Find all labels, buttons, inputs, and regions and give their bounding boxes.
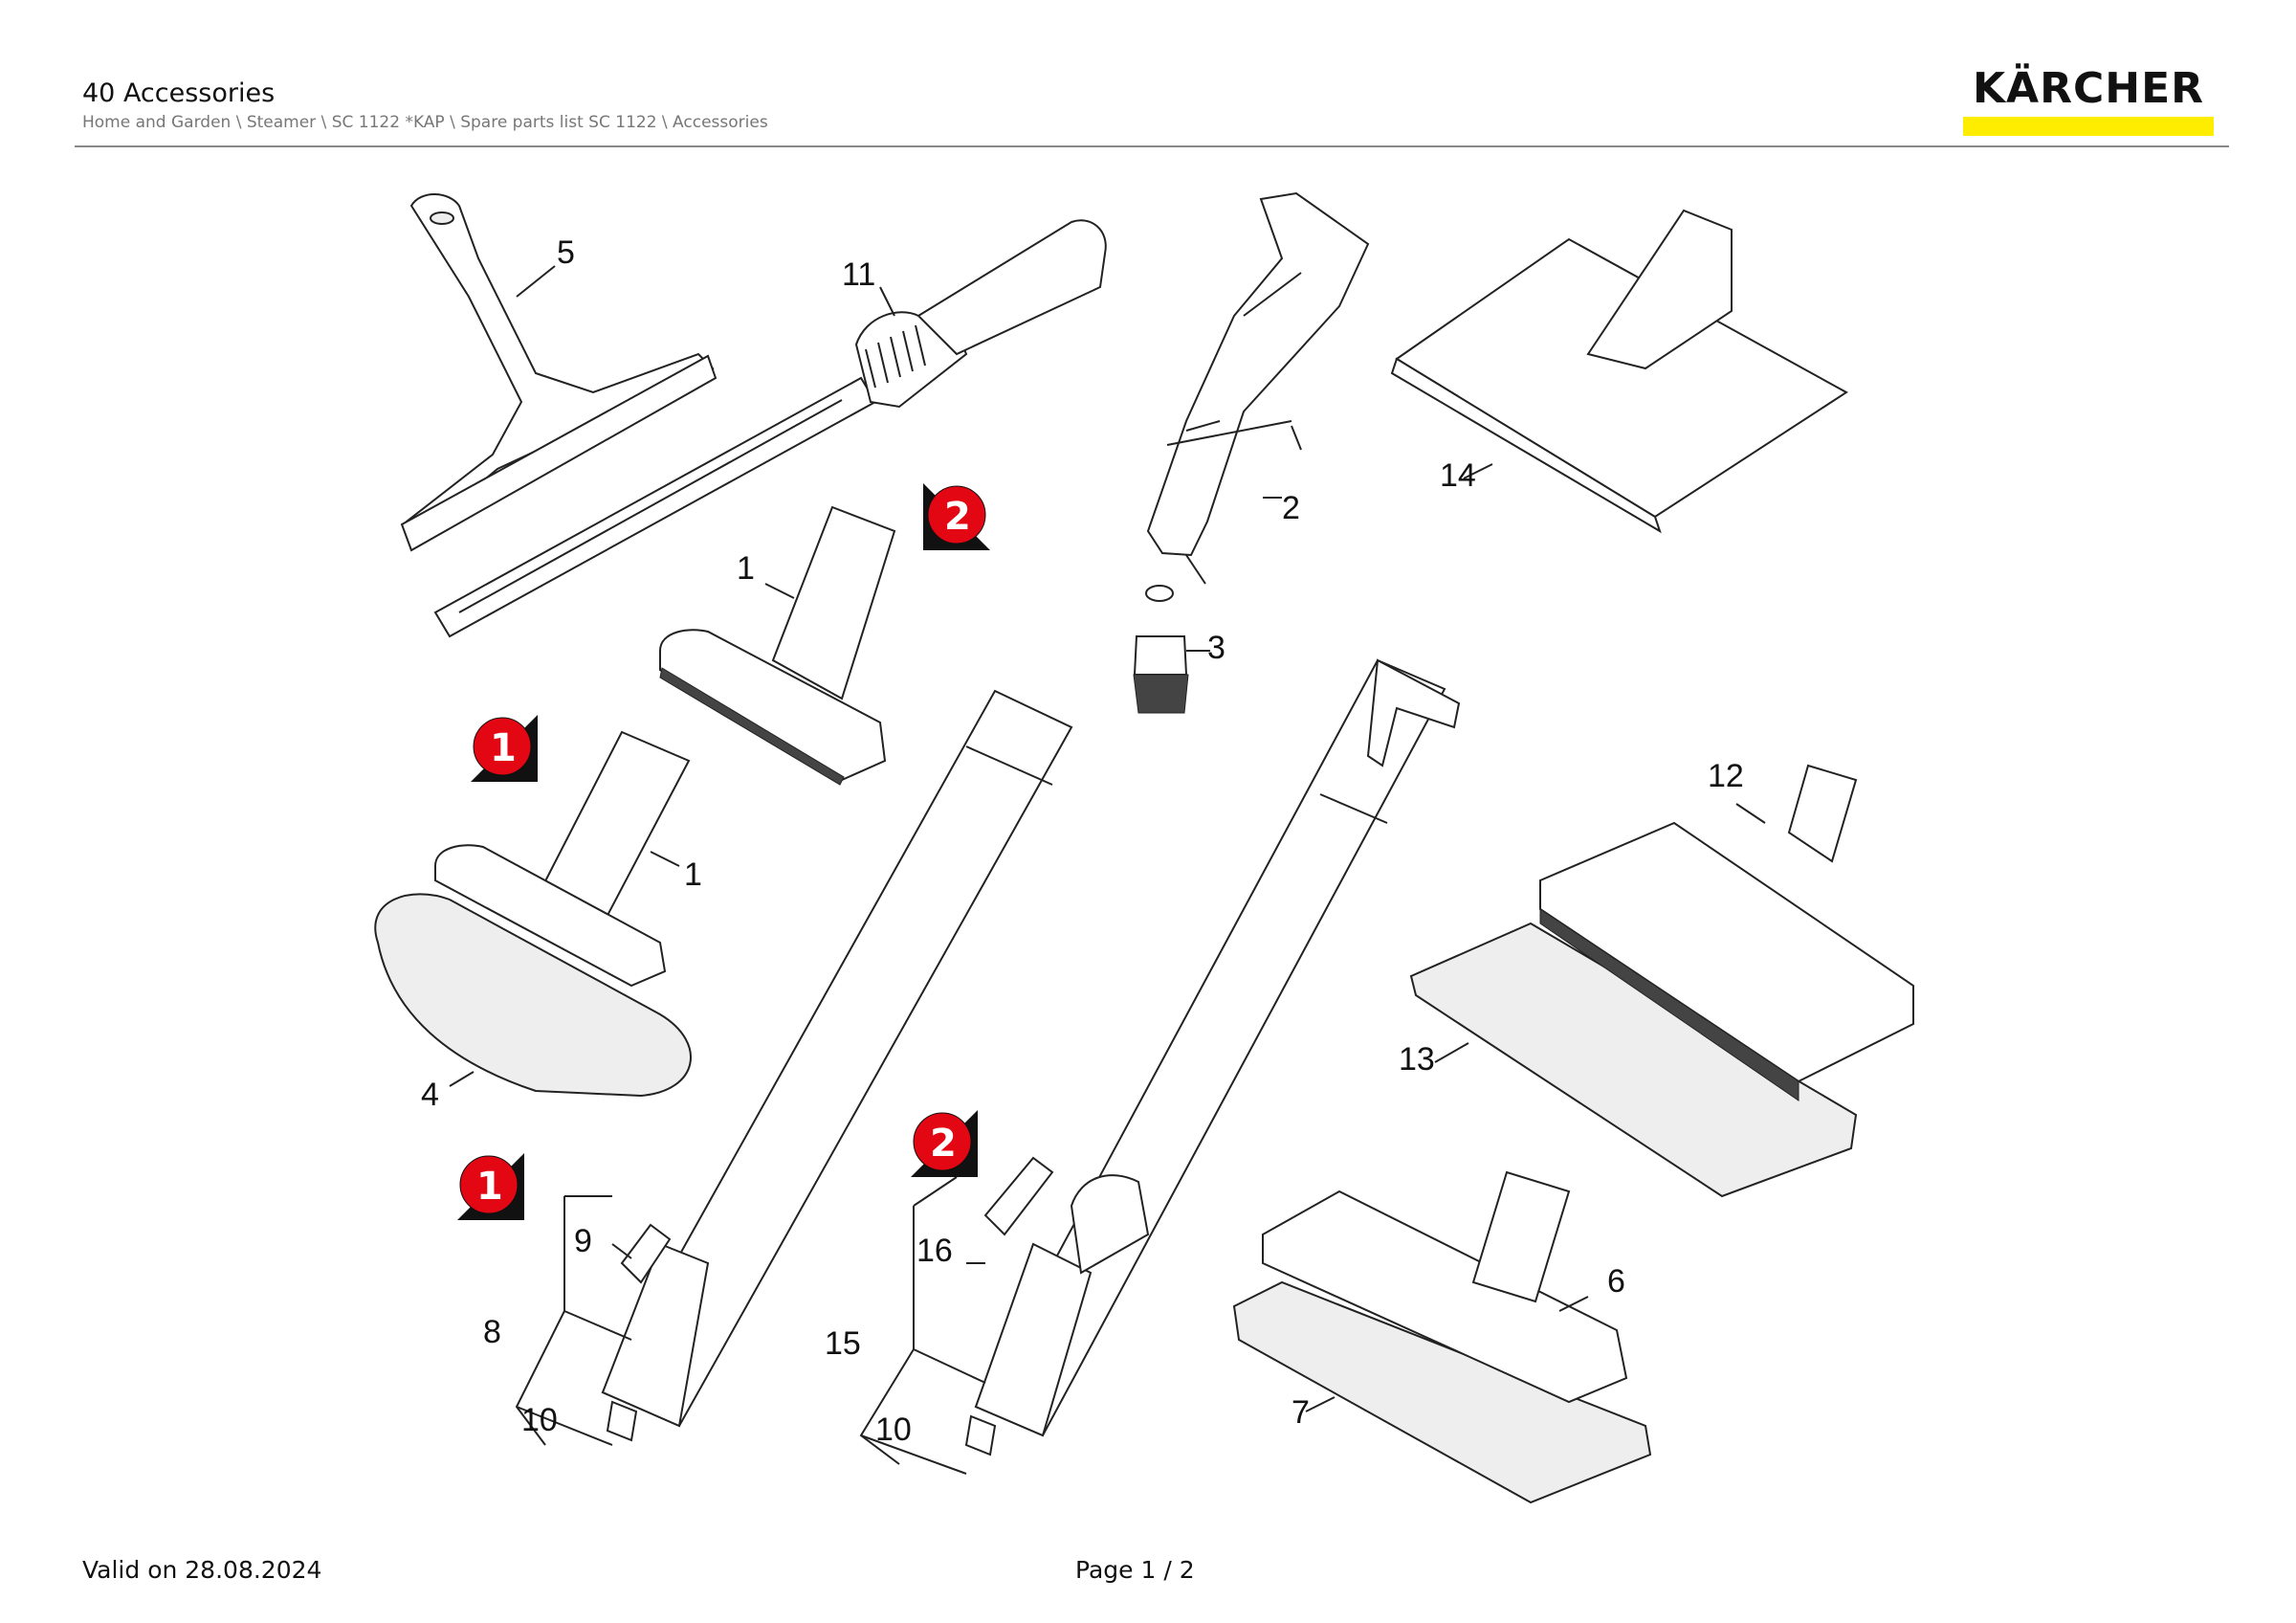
logo-wordmark: KÄRCHER — [1972, 64, 2205, 113]
badge-number: 1 — [490, 726, 517, 770]
exploded-parts-diagram: 5 11 2 14 1 3 1 4 12 13 9 8 10 16 15 10 … — [374, 191, 1914, 1504]
karcher-logo: KÄRCHER — [1963, 65, 2214, 136]
part-spot-nozzle — [1145, 191, 1370, 602]
badge: 1 — [457, 1153, 524, 1220]
badge-number: 2 — [944, 495, 971, 539]
part-label[interactable]: 5 — [557, 234, 575, 271]
part-label[interactable]: 9 — [574, 1223, 592, 1259]
part-label[interactable]: 14 — [1440, 457, 1476, 494]
part-label[interactable]: 15 — [825, 1325, 861, 1362]
part-window-squeegee — [400, 193, 718, 552]
badge: 1 — [471, 715, 538, 782]
part-extension-tube-left — [601, 689, 1073, 1442]
part-floor-nozzle-12 — [1409, 764, 1914, 1198]
page-number: Page 1 / 2 — [1075, 1556, 1195, 1584]
breadcrumb[interactable]: Home and Garden \ Steamer \ SC 1122 *KAP… — [82, 113, 768, 132]
header-divider — [75, 145, 2229, 147]
part-label[interactable]: 10 — [521, 1402, 558, 1438]
logo-yellow-bar — [1963, 117, 2214, 136]
valid-on-date: Valid on 28.08.2024 — [82, 1556, 322, 1584]
part-label[interactable]: 7 — [1292, 1394, 1310, 1431]
part-hand-nozzle — [1390, 209, 1848, 534]
part-detail-nozzle-with-cover — [374, 730, 693, 1098]
part-extension-tube-right — [964, 658, 1461, 1456]
part-detail-nozzle-upper — [659, 505, 896, 786]
page-title: 40 Accessories — [82, 78, 276, 108]
part-label[interactable]: 2 — [1282, 490, 1300, 526]
part-label[interactable]: 10 — [875, 1412, 912, 1448]
part-label[interactable]: 1 — [737, 550, 755, 587]
part-numbers: 5 11 2 14 1 3 1 4 12 13 9 8 10 16 15 10 … — [421, 234, 1744, 1448]
part-label[interactable]: 13 — [1399, 1041, 1435, 1078]
badge: 2 — [923, 483, 990, 550]
badge-number: 2 — [930, 1122, 957, 1166]
part-floor-nozzle-6 — [1232, 1170, 1652, 1504]
leader-lines — [449, 265, 1766, 1475]
badge: 2 — [911, 1110, 978, 1177]
part-lock-clip-9 — [620, 1223, 672, 1284]
part-label[interactable]: 12 — [1708, 758, 1744, 794]
part-label[interactable]: 8 — [483, 1314, 501, 1350]
part-label[interactable]: 6 — [1607, 1263, 1625, 1300]
part-label[interactable]: 4 — [421, 1077, 439, 1113]
part-label[interactable]: 16 — [916, 1233, 953, 1269]
badge-number: 1 — [476, 1165, 503, 1209]
part-label[interactable]: 1 — [684, 856, 702, 893]
part-label[interactable]: 3 — [1207, 630, 1225, 666]
part-extension-tube — [433, 219, 1107, 638]
part-label[interactable]: 11 — [842, 256, 875, 293]
part-lock-clip-16 — [983, 1156, 1054, 1236]
part-round-brush — [1133, 635, 1189, 714]
